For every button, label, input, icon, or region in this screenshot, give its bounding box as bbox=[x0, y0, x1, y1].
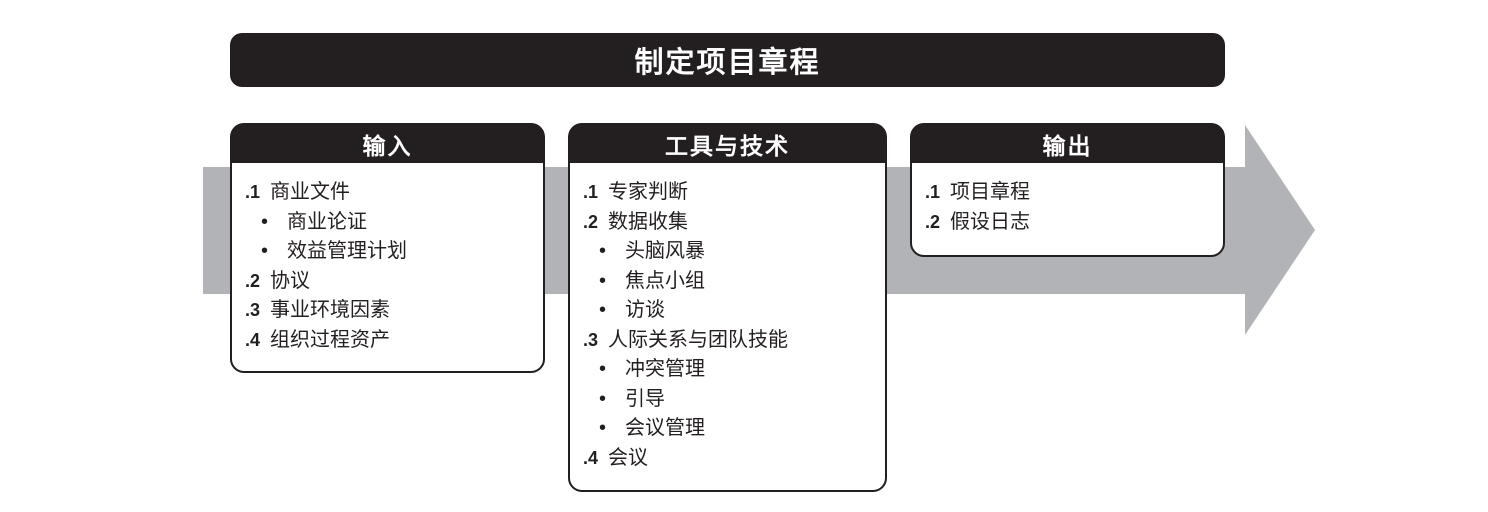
outputs-list: .1 项目章程 .2 假设日志 bbox=[912, 163, 1223, 237]
item-text: 人际关系与团队技能 bbox=[608, 328, 788, 351]
list-subitem: • 头脑风暴 bbox=[583, 237, 879, 267]
bullet-icon: • bbox=[599, 358, 607, 380]
item-number: .1 bbox=[245, 182, 261, 202]
list-item: .2 数据收集 bbox=[583, 208, 879, 238]
bullet-icon: • bbox=[261, 240, 269, 262]
tools-techniques-list: .1 专家判断 .2 数据收集 • 头脑风暴 • 焦点小组 • 访谈 .3 人际关系与团队技… bbox=[570, 163, 885, 473]
item-text: 访谈 bbox=[625, 299, 665, 321]
list-subitem: • 商业论证 bbox=[245, 208, 537, 238]
list-subitem: • 效益管理计划 bbox=[245, 237, 537, 267]
list-subitem: • 会议管理 bbox=[583, 414, 879, 444]
list-item: .1 项目章程 bbox=[925, 178, 1217, 208]
tools-techniques-box-header: 工具与技术 bbox=[570, 125, 885, 163]
list-item: .3 事业环境因素 bbox=[245, 296, 537, 326]
item-number: .4 bbox=[583, 447, 599, 468]
list-subitem: • 冲突管理 bbox=[583, 355, 879, 385]
item-text: 引导 bbox=[625, 387, 665, 410]
item-text: 数据收集 bbox=[608, 210, 688, 233]
item-text: 冲突管理 bbox=[625, 358, 705, 380]
item-number: .2 bbox=[245, 270, 261, 291]
item-text: 会议管理 bbox=[625, 417, 705, 439]
bullet-icon: • bbox=[599, 387, 607, 410]
item-text: 会议 bbox=[608, 446, 648, 469]
list-item: .4 会议 bbox=[583, 444, 879, 474]
tools-techniques-box: 工具与技术 .1 专家判断 .2 数据收集 • 头脑风暴 • 焦点小组 • 访谈 .3 人际… bbox=[568, 123, 887, 492]
list-subitem: • 焦点小组 bbox=[583, 267, 879, 297]
inputs-list: .1 商业文件 • 商业论证 • 效益管理计划 .2 协议 .3 事业环境因素 .4 组织过… bbox=[232, 163, 543, 355]
item-text: 协议 bbox=[270, 269, 310, 292]
item-text: 专家判断 bbox=[608, 181, 688, 203]
list-item: .1 商业文件 bbox=[245, 178, 537, 208]
item-text: 焦点小组 bbox=[625, 269, 705, 292]
outputs-box: 输出 .1 项目章程 .2 假设日志 bbox=[910, 123, 1225, 257]
process-title: 制定项目章程 bbox=[634, 47, 821, 79]
item-text: 假设日志 bbox=[950, 210, 1030, 233]
item-text: 效益管理计划 bbox=[287, 240, 407, 262]
bullet-icon: • bbox=[261, 210, 269, 233]
flow-arrow-head-icon bbox=[1245, 125, 1315, 335]
item-text: 商业论证 bbox=[287, 210, 367, 233]
inputs-box: 输入 .1 商业文件 • 商业论证 • 效益管理计划 .2 协议 .3 事业环境因素 .4… bbox=[230, 123, 545, 373]
list-item: .2 假设日志 bbox=[925, 208, 1217, 238]
list-item: .3 人际关系与团队技能 bbox=[583, 326, 879, 356]
item-text: 项目章程 bbox=[950, 181, 1030, 203]
outputs-box-header: 输出 bbox=[912, 125, 1223, 163]
list-item: .4 组织过程资产 bbox=[245, 326, 537, 356]
item-number: .3 bbox=[583, 329, 599, 350]
item-text: 商业文件 bbox=[270, 181, 350, 203]
bullet-icon: • bbox=[599, 240, 607, 262]
item-number: .2 bbox=[925, 211, 941, 232]
item-number: .1 bbox=[583, 182, 599, 202]
process-title-bar: 制定项目章程 bbox=[230, 33, 1225, 87]
list-subitem: • 引导 bbox=[583, 385, 879, 415]
item-number: .3 bbox=[245, 300, 261, 320]
item-text: 事业环境因素 bbox=[270, 299, 390, 321]
bullet-icon: • bbox=[599, 269, 607, 292]
item-text: 头脑风暴 bbox=[625, 240, 705, 262]
inputs-box-header: 输入 bbox=[232, 125, 543, 163]
bullet-icon: • bbox=[599, 299, 607, 321]
bullet-icon: • bbox=[599, 417, 607, 439]
list-subitem: • 访谈 bbox=[583, 296, 879, 326]
item-text: 组织过程资产 bbox=[270, 328, 390, 351]
item-number: .4 bbox=[245, 329, 261, 350]
item-number: .2 bbox=[583, 211, 599, 232]
list-item: .1 专家判断 bbox=[583, 178, 879, 208]
item-number: .1 bbox=[925, 182, 941, 202]
list-item: .2 协议 bbox=[245, 267, 537, 297]
